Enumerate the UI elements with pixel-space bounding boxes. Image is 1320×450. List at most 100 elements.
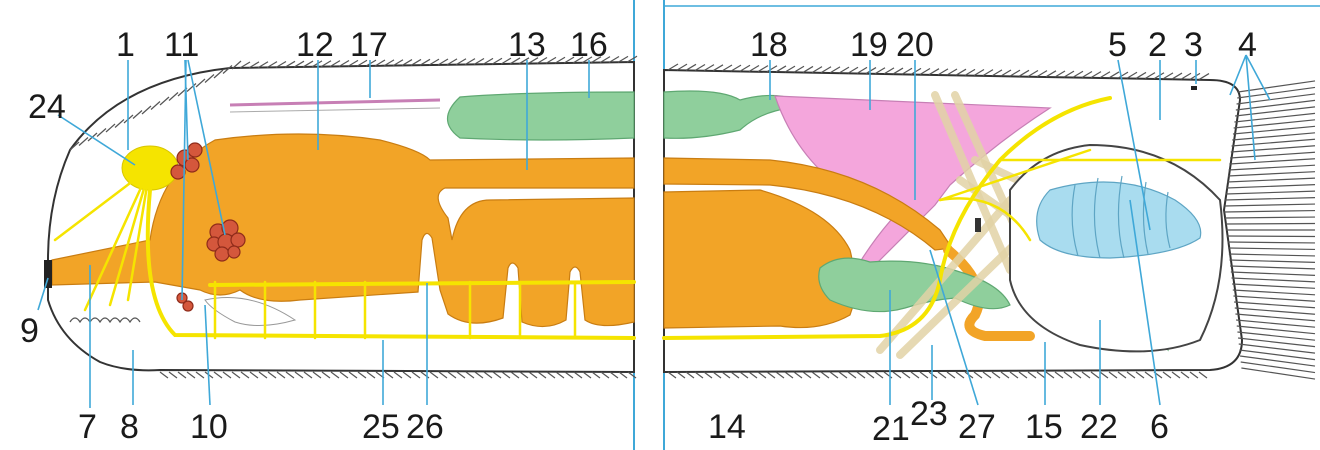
label-20: 20 [896, 26, 934, 64]
left-body [44, 56, 637, 378]
cilium [848, 372, 856, 378]
label-14: 14 [708, 408, 746, 446]
tail-cilium [1227, 178, 1315, 182]
cilium [214, 372, 222, 378]
label-15: 15 [1025, 408, 1063, 446]
cilium [677, 64, 687, 70]
cilium [758, 66, 768, 72]
cilium [893, 372, 901, 378]
cilium [992, 70, 1002, 76]
cilium [695, 64, 705, 70]
cilium [758, 372, 766, 378]
cilium [668, 64, 678, 70]
cilium [911, 372, 919, 378]
label-18: 18 [750, 26, 788, 64]
cilium [794, 372, 802, 378]
cilium [439, 372, 447, 378]
cilium [1118, 72, 1128, 78]
cilium [430, 372, 438, 378]
tail-cilium [1230, 260, 1316, 262]
cilium [1073, 372, 1081, 378]
cilium [232, 372, 240, 378]
cilium [1001, 70, 1011, 76]
cilium [794, 66, 804, 72]
cilium [259, 372, 267, 378]
label-13: 13 [508, 26, 546, 64]
label-1: 1 [116, 26, 135, 64]
cilium [767, 66, 777, 72]
cilium [520, 372, 528, 378]
cilium [304, 372, 312, 378]
left-cilia-bottom [160, 372, 636, 378]
cilium [1136, 372, 1144, 378]
cilium [1190, 73, 1200, 79]
cilium [1073, 71, 1083, 77]
tail-cilium [1229, 165, 1315, 170]
cilium [394, 372, 402, 378]
small-pore [975, 218, 981, 232]
tail-cilium [1233, 126, 1315, 134]
label-17: 17 [350, 26, 388, 64]
cilium [457, 372, 465, 378]
cilium [848, 67, 858, 73]
cilium [1181, 73, 1191, 79]
cilium [875, 68, 885, 74]
cilium [722, 65, 732, 71]
right-body [664, 64, 1315, 379]
cilium [704, 372, 712, 378]
tail-cilium [1234, 302, 1315, 308]
cilium [1163, 372, 1171, 378]
mouth [44, 260, 52, 288]
cilium [160, 372, 168, 378]
cilium [902, 372, 910, 378]
cilium [893, 68, 903, 74]
cilium [974, 372, 982, 378]
cilium [1082, 372, 1090, 378]
cilium [1127, 72, 1137, 78]
tail-cilium [1224, 204, 1315, 206]
cilium [767, 372, 775, 378]
cilium [740, 65, 750, 71]
cilium [484, 372, 492, 378]
cilium [983, 70, 993, 76]
cilium [583, 372, 591, 378]
cilium [812, 372, 820, 378]
cilium [911, 68, 921, 74]
cilium [965, 69, 975, 75]
cilium [1136, 72, 1146, 78]
label-7: 7 [78, 408, 97, 446]
cilium [1046, 71, 1056, 77]
cilium [502, 372, 510, 378]
tail-cilium [1226, 185, 1315, 188]
label-5: 5 [1108, 26, 1127, 64]
cilium [1064, 71, 1074, 77]
tail-cilium [1232, 139, 1315, 146]
tail-cilium [1228, 172, 1315, 176]
cilium [1100, 372, 1108, 378]
tail-cilium [1228, 242, 1315, 243]
cilium [713, 372, 721, 378]
cilium [349, 372, 357, 378]
cilium [830, 67, 840, 73]
cilium [947, 372, 955, 378]
tail-cilium [1229, 159, 1315, 164]
label-4: 4 [1238, 26, 1257, 64]
tail-cilium [1231, 146, 1315, 152]
right-cilia-bottom [668, 372, 1207, 378]
cilium [1172, 73, 1182, 79]
cilium [992, 372, 1000, 378]
cilium [722, 372, 730, 378]
cilium [295, 372, 303, 378]
cilium [367, 372, 375, 378]
label-19: 19 [850, 26, 888, 64]
cilium [1181, 372, 1189, 378]
cilium [1145, 372, 1153, 378]
cilium [713, 65, 723, 71]
cilium [178, 372, 186, 378]
cilium [803, 66, 813, 72]
cilium [1064, 372, 1072, 378]
excretory-pore [1191, 86, 1197, 90]
cilium [403, 372, 411, 378]
cilium [1091, 372, 1099, 378]
cilium [1199, 74, 1209, 80]
